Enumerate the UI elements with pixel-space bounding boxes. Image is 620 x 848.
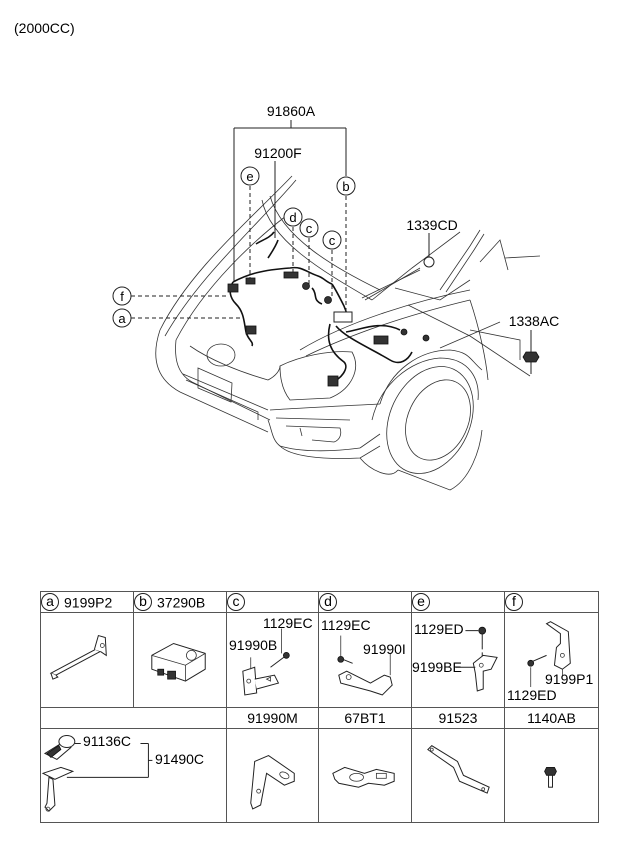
bracket-assy-91490C-icon [41,735,153,813]
label-91136C: 91136C [83,733,132,750]
part-cell-a [40,612,134,708]
svg-text:d: d [289,210,296,225]
strap-91523-icon [427,745,490,795]
letter-circle-b: b [134,593,152,612]
bracket-9199P1-icon [527,621,571,688]
label-91990B: 91990B [229,637,278,654]
header-cell-c: c [226,590,319,614]
part-cell-91490C: 91136C 91490C [40,728,227,823]
wiring-diagram: 91860A 91200F 1339CD 1338AC e b d c c f … [112,103,560,491]
header-cell-f: f [504,590,599,614]
module-37290B-icon [151,643,206,682]
parts-table: a 9199P2 b 37290B c d e f [40,590,599,823]
part-cell-f: 9199P1 1129ED [504,612,599,708]
grommet-icon [423,256,435,268]
part-number: 37290B [157,594,206,611]
bracket-9199P2-icon [49,635,107,681]
part-cell-67BT1 [318,728,412,823]
callout-circle-c-2: c [322,230,342,250]
label-1129EC: 1129EC [263,615,313,632]
label-9199P1: 9199P1 [545,671,594,688]
svg-text:c: c [329,233,336,248]
svg-text:c: c [306,221,313,236]
part-cell-e: 1129ED 9199BE [411,612,505,708]
part-cell-b [133,612,227,708]
label-1129ED: 1129ED [507,687,557,704]
bracket-91990M-icon [250,755,295,810]
nut-icon [522,351,540,363]
table-body-row-2: 91136C 91490C [40,728,599,823]
label-1129EC: 1129EC [321,617,371,634]
table-header-row-1: a 9199P2 b 37290B c d e f [40,590,599,614]
part-cell-91990M [226,728,319,823]
part-cell-c: 1129EC 91990B [226,612,319,708]
callout-circle-a: a [112,308,132,328]
callout-circle-c-1: c [299,218,319,238]
label-1129ED: 1129ED [414,621,464,638]
bracket-91990I-icon [337,635,393,696]
bracket-67BT1-icon [332,767,395,789]
table-body-row-1: 1129EC 91990B 1129EC 91990I [40,612,599,708]
header-cell-67BT1: 67BT1 [318,706,412,730]
letter-circle-f: f [505,593,523,612]
svg-text:b: b [342,179,349,194]
label-1339CD: 1339CD [406,217,457,233]
table-header-row-2: 91990M 67BT1 91523 1140AB [40,706,599,730]
letter-circle-e: e [412,593,430,612]
header-cell-blank [40,706,227,730]
part-cell-91523 [411,728,505,823]
letter-circle-a: a [41,593,59,612]
label-91490C: 91490C [155,751,205,768]
header-cell-1140AB: 1140AB [504,706,599,730]
letter-circle-d: d [319,593,337,612]
engine-displacement-note: (2000CC) [14,20,75,36]
wiring-harness [227,231,430,387]
label-91200F: 91200F [254,145,301,161]
header-cell-d: d [318,590,412,614]
svg-text:e: e [246,169,253,184]
bracket-91990B-icon [242,629,290,696]
car-body-outline [155,175,541,491]
label-1338AC: 1338AC [509,313,560,329]
header-cell-e: e [411,590,505,614]
callout-circle-e: e [240,166,260,186]
part-number: 9199P2 [64,594,113,611]
label-91990I: 91990I [363,641,406,658]
header-cell-b: b 37290B [133,590,227,614]
label-91860A: 91860A [267,103,316,119]
bolt-1140AB-icon [544,767,557,789]
svg-text:a: a [118,311,126,326]
header-cell-91990M: 91990M [226,706,319,730]
letter-circle-c: c [227,593,245,612]
part-cell-1140AB [504,728,599,823]
header-cell-91523: 91523 [411,706,505,730]
label-9199BE: 9199BE [412,659,462,676]
svg-text:f: f [120,289,124,304]
callout-circle-d: d [283,207,303,227]
bracket-9199BE-icon [455,627,498,692]
callout-circle-f: f [112,286,132,306]
part-cell-d: 1129EC 91990I [318,612,412,708]
header-cell-a: a 9199P2 [40,590,134,614]
callout-circle-b: b [336,176,356,196]
